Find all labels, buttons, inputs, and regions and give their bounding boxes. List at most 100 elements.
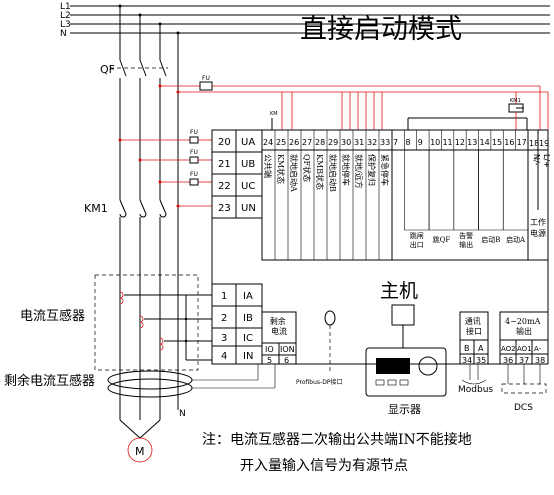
- qf-breaker: [110, 59, 168, 90]
- analog-num-37: 37: [519, 356, 529, 365]
- phase-conductors-mid: [119, 90, 161, 200]
- main-phase-conductors: [118, 4, 180, 390]
- ct-coils: [119, 291, 212, 361]
- ct-num-3: 3: [221, 333, 227, 344]
- comm-num-34: 34: [462, 356, 472, 365]
- output-label-4: 启动A: [506, 235, 526, 244]
- input-label-24: 公共端: [263, 154, 273, 178]
- input-num-25: 25: [276, 138, 286, 147]
- output-label-2: 告警输出: [459, 231, 473, 249]
- input-num-27: 27: [302, 138, 312, 147]
- display-unit: [365, 347, 447, 397]
- input-label-33: 紧急停车: [380, 154, 390, 186]
- qf-label: QF: [100, 63, 115, 76]
- input-num-26: 26: [289, 138, 299, 147]
- output-label-line2: 输出: [459, 240, 473, 249]
- km1-small-label: KM1: [510, 98, 521, 104]
- vt-num-23: 23: [218, 203, 231, 214]
- input-num-28: 28: [315, 138, 325, 147]
- modbus-label: Modbus: [458, 385, 493, 395]
- input-num-30: 30: [341, 138, 351, 147]
- km1-label: KM1: [84, 202, 108, 215]
- vt-name-ub: UB: [241, 159, 255, 170]
- input-terminal-columns: 24公共端25KM状态26就地启动A27QF状态28KMB状态29就地启动B30…: [263, 130, 390, 260]
- ct-num-1: 1: [221, 291, 227, 302]
- pw-pin-n: N/-: [532, 154, 541, 166]
- input-num-32: 32: [367, 138, 377, 147]
- output-num-8: 8: [405, 138, 410, 147]
- ct-name-ia: IA: [243, 291, 253, 302]
- ct-num-2: 2: [221, 313, 227, 324]
- output-num-16: 16: [504, 138, 514, 147]
- output-num-13: 13: [467, 138, 477, 147]
- residual-pin-ion: ION: [280, 345, 295, 354]
- vt-num-20: 20: [218, 137, 231, 148]
- output-num-10: 10: [430, 138, 440, 147]
- power-label-line1: 工作: [530, 217, 546, 227]
- fuse-label-v1: FU: [190, 129, 198, 136]
- voltage-fuses: [118, 136, 212, 208]
- current-terminal-block: [211, 283, 263, 365]
- comm-title: 通讯 接口: [465, 316, 484, 336]
- analog-title: 4~20mA 输出: [505, 317, 543, 336]
- voltage-terminal-block: [211, 129, 263, 219]
- output-label-0: 跳闸出口: [410, 231, 424, 249]
- pw-pin-l: L/+: [542, 154, 551, 168]
- analog-pin-ao1: AO1: [517, 345, 532, 353]
- motor-label: M: [135, 445, 145, 458]
- analog-num-38: 38: [535, 356, 545, 365]
- output-num-12: 12: [455, 138, 465, 147]
- input-label-29: 就地启动B: [328, 154, 338, 192]
- note-line-2: 开入量输入信号为有源节点: [240, 458, 408, 474]
- comm-num-35: 35: [476, 356, 486, 365]
- output-num-17: 17: [517, 138, 527, 147]
- input-num-31: 31: [354, 138, 364, 147]
- residual-title-line2: 电流: [271, 326, 287, 336]
- ct-name-ib: IB: [243, 313, 253, 324]
- output-label-line1: 跳闸: [410, 231, 424, 240]
- pw-num-18: 18: [529, 139, 539, 148]
- output-num-7: 7: [393, 138, 398, 147]
- input-label-28: KMB状态: [315, 154, 325, 190]
- fuse-label-control: FU: [202, 75, 210, 82]
- vt-name-ua: UA: [241, 137, 255, 148]
- residual-title-line1: 剩余: [270, 316, 286, 326]
- residual-ct: [107, 364, 276, 410]
- display-keypad-icon: [418, 356, 438, 376]
- diagram-title: 直接启动模式: [300, 14, 462, 45]
- vt-num-21: 21: [218, 159, 231, 170]
- dcs-label: DCS: [514, 403, 533, 413]
- residual-title: 剩余 电流: [270, 316, 289, 336]
- fuse-label-v3: FU: [190, 171, 198, 178]
- pw-num-19: 19: [539, 139, 549, 148]
- residual-pin-io: IO: [265, 345, 274, 354]
- power-terminal-block: [527, 129, 549, 261]
- analog-title-line2: 输出: [516, 326, 532, 336]
- input-num-33: 33: [380, 138, 390, 147]
- analog-terminal-box: [499, 311, 549, 394]
- vt-name-uc: UC: [241, 181, 255, 192]
- profibus-connector: [324, 310, 336, 374]
- relay-contacts: [271, 86, 549, 130]
- input-label-30: 就地停车: [341, 154, 351, 186]
- output-num-11: 11: [442, 138, 452, 147]
- output-label-line2: 出口: [410, 240, 424, 249]
- analog-pin-aminus: A-: [534, 345, 542, 353]
- motor: [119, 419, 161, 463]
- analog-pin-ao2: AO2: [501, 345, 516, 353]
- comm-title-line1: 通讯: [465, 316, 481, 326]
- input-label-32: 保护复归: [367, 154, 377, 186]
- ct-num-4: 4: [221, 351, 227, 362]
- display-label: 显示器: [388, 403, 421, 416]
- rct-label: 剩余电流互感器: [4, 373, 95, 389]
- output-label-line1: 告警: [459, 231, 473, 240]
- vt-name-un: UN: [241, 203, 256, 214]
- host-label: 主机: [380, 280, 418, 302]
- ct-label: 电流互感器: [20, 308, 85, 324]
- neutral-label: N: [179, 409, 186, 419]
- residual-terminal-box: [261, 311, 297, 365]
- analog-num-36: 36: [503, 356, 513, 365]
- output-num-15: 15: [492, 138, 502, 147]
